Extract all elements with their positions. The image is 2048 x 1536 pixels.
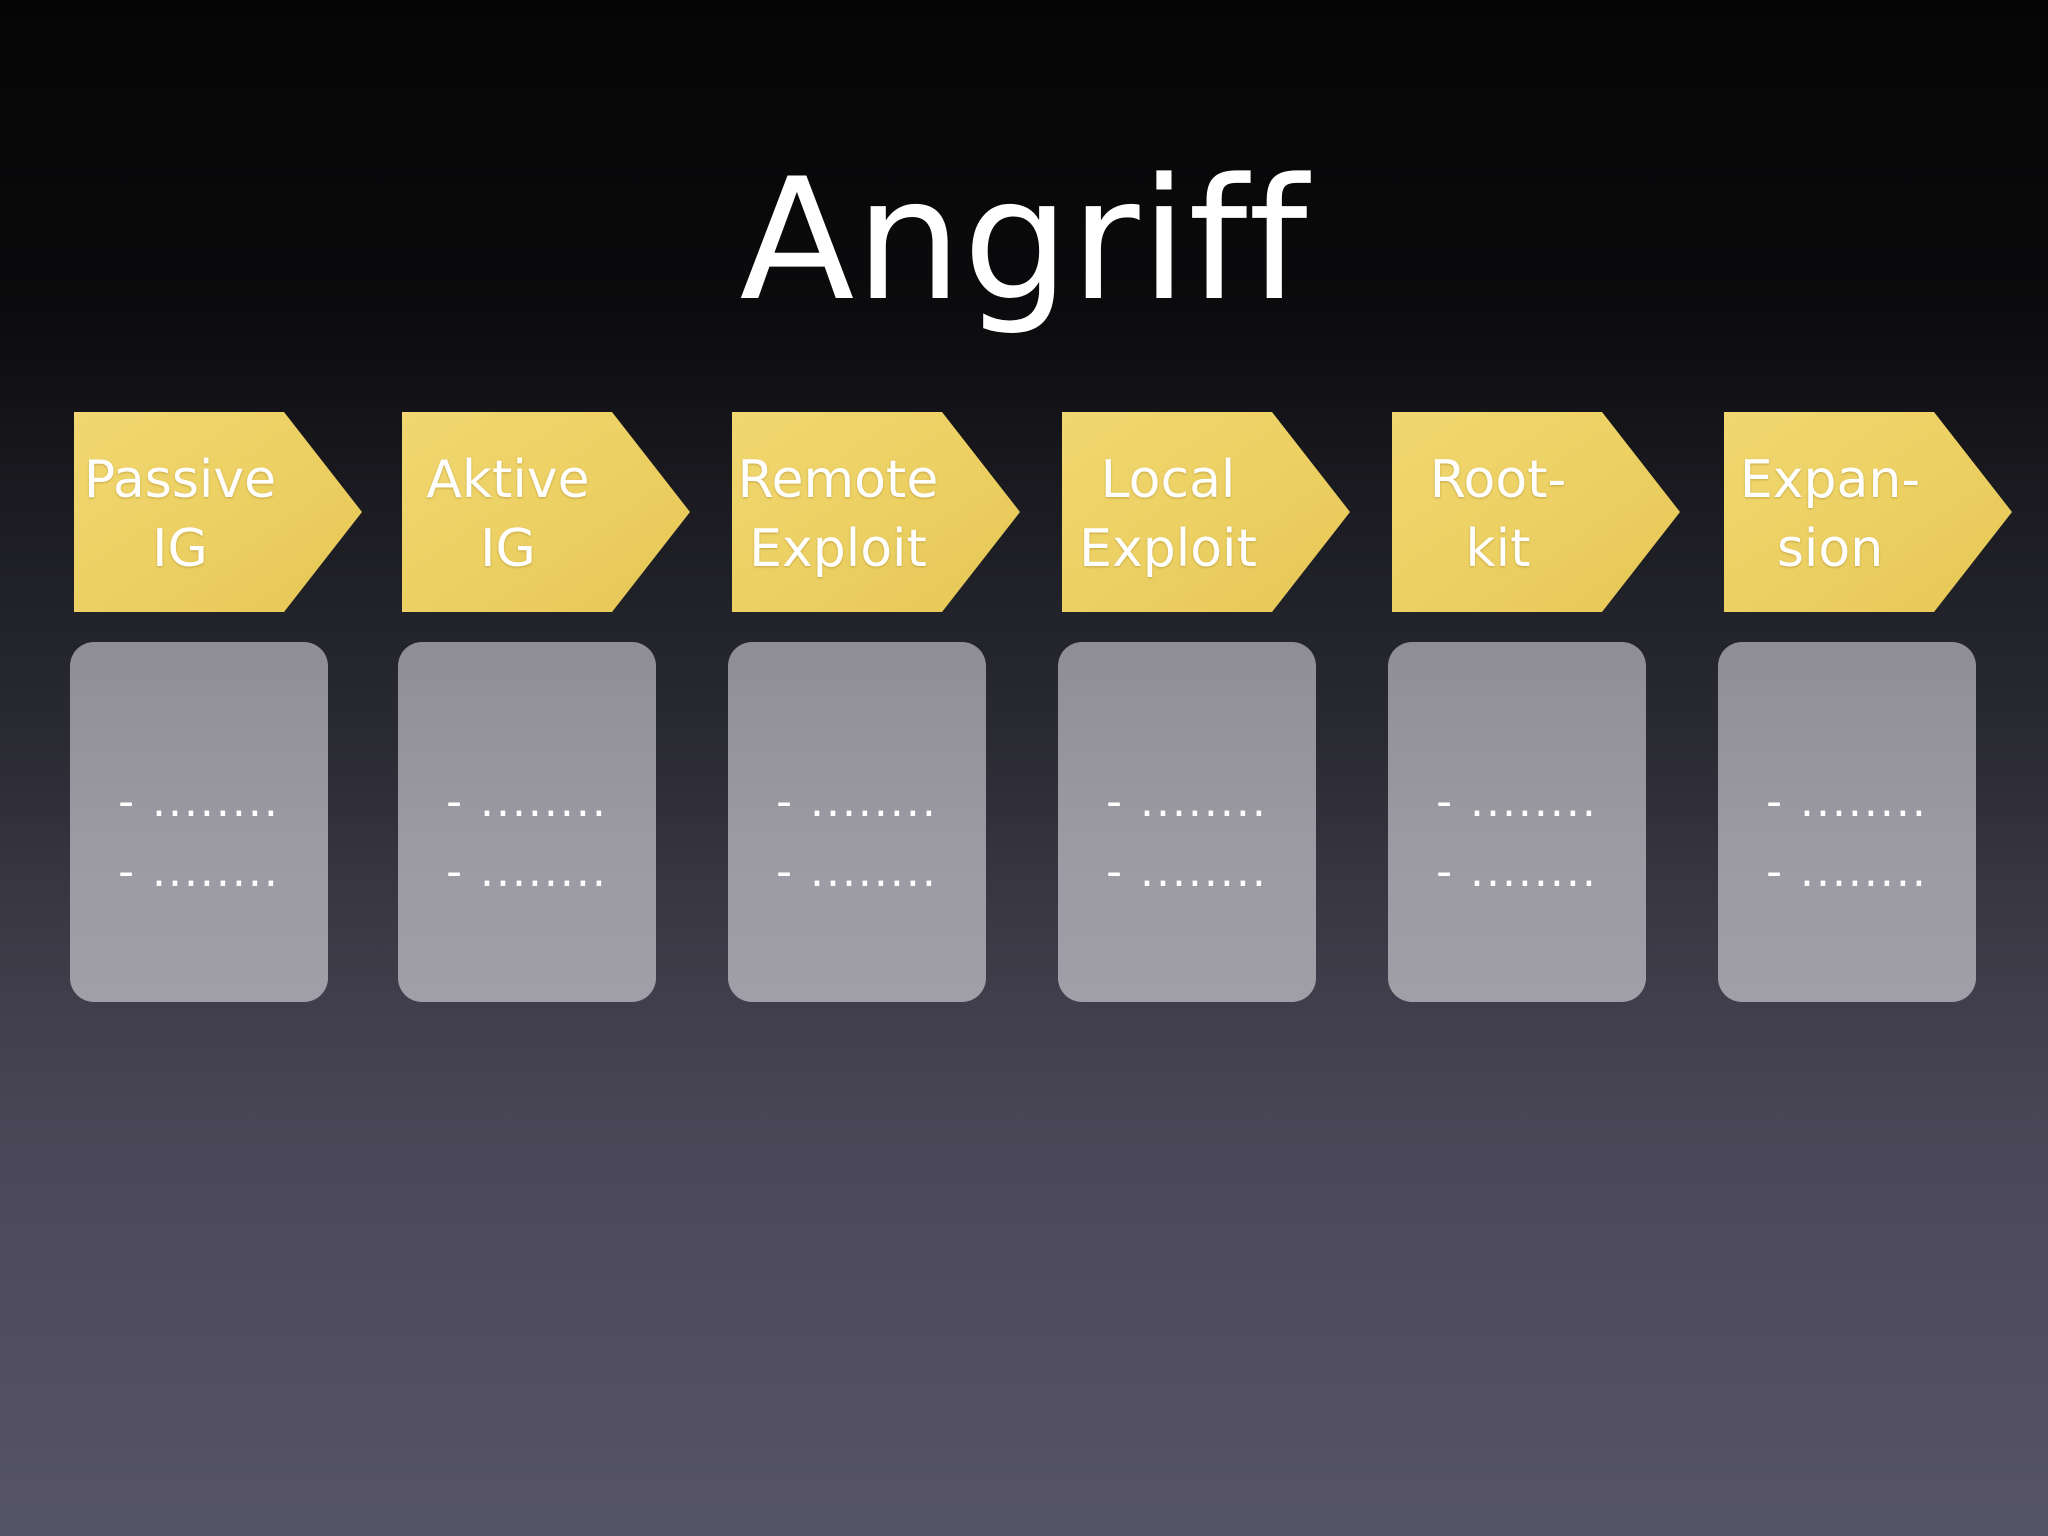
detail-line: - ........ — [446, 846, 608, 897]
slide-title: Angriff — [739, 142, 1309, 338]
chevron-arrow-shape — [74, 412, 362, 612]
chevron-arrow-shape — [1392, 412, 1680, 612]
step-label: Remote Exploit — [732, 446, 944, 584]
step-label-line1: Remote — [737, 450, 939, 510]
detail-line: - ........ — [118, 776, 280, 827]
chevron-arrow-shape — [1062, 412, 1350, 612]
detail-card-passive-ig: - ........ - ........ — [70, 642, 328, 1002]
step-label-line1: Local — [1100, 450, 1236, 510]
step-arrow-passive-ig: Passive IG — [74, 412, 362, 612]
detail-line: - ........ — [1766, 846, 1928, 897]
chevron-arrow-shape — [402, 412, 690, 612]
step-label-line1: Expan- — [1739, 450, 1921, 510]
detail-line: - ........ — [776, 846, 938, 897]
step-arrow-expansion: Expan- sion — [1724, 412, 2012, 612]
detail-card-remote-exploit: - ........ - ........ — [728, 642, 986, 1002]
step-label-line2: kit — [1465, 519, 1531, 579]
step-label: Passive IG — [74, 446, 286, 584]
step-label-line2: Exploit — [749, 519, 927, 579]
step-arrow-rootkit: Root- kit — [1392, 412, 1680, 612]
detail-line: - ........ — [446, 776, 608, 827]
step-label: Root- kit — [1392, 446, 1604, 584]
detail-line: - ........ — [1106, 776, 1268, 827]
step-label-line2: Exploit — [1079, 519, 1257, 579]
step-arrow-aktive-ig: Aktive IG — [402, 412, 690, 612]
detail-line: - ........ — [118, 846, 280, 897]
step-label-line1: Root- — [1429, 450, 1567, 510]
step-label: Expan- sion — [1724, 446, 1936, 584]
detail-card-local-exploit: - ........ - ........ — [1058, 642, 1316, 1002]
step-label: Aktive IG — [402, 446, 614, 584]
step-label-line2: IG — [152, 519, 208, 579]
detail-line: - ........ — [1436, 846, 1598, 897]
step-label: Local Exploit — [1062, 446, 1274, 584]
detail-line: - ........ — [1766, 776, 1928, 827]
detail-line: - ........ — [1436, 776, 1598, 827]
chevron-arrow-shape — [1724, 412, 2012, 612]
chevron-arrow-shape — [732, 412, 1020, 612]
step-arrow-remote-exploit: Remote Exploit — [732, 412, 1020, 612]
detail-card-expansion: - ........ - ........ — [1718, 642, 1976, 1002]
step-label-line1: Aktive — [426, 450, 590, 510]
detail-card-rootkit: - ........ - ........ — [1388, 642, 1646, 1002]
detail-line: - ........ — [1106, 846, 1268, 897]
step-arrow-local-exploit: Local Exploit — [1062, 412, 1350, 612]
step-label-line2: sion — [1776, 519, 1884, 579]
detail-line: - ........ — [776, 776, 938, 827]
step-label-line1: Passive — [83, 450, 277, 510]
detail-card-aktive-ig: - ........ - ........ — [398, 642, 656, 1002]
step-label-line2: IG — [480, 519, 536, 579]
